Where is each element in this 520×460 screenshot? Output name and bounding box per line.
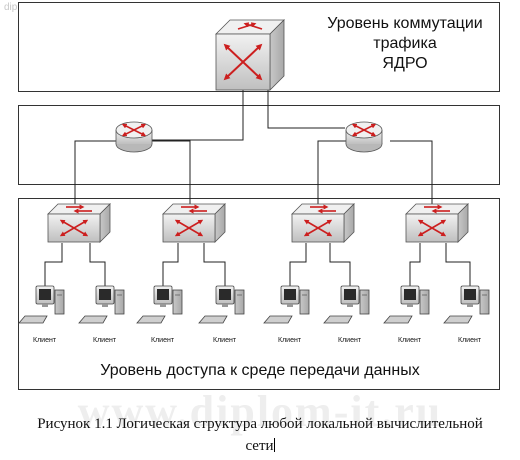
link-switch3-client6: [329, 243, 351, 290]
client-label: Клиент: [338, 337, 362, 344]
client-label: Клиент: [398, 337, 422, 344]
workstation-icon: Клиент: [443, 285, 490, 344]
client-label: Клиент: [458, 337, 482, 344]
connections: [44, 88, 471, 290]
core-switch-icon: [215, 19, 285, 91]
router-icon: [345, 121, 383, 153]
caption-line1: Рисунок 1.1 Логическая структура любой л…: [37, 416, 483, 432]
switch-icon: [47, 203, 111, 243]
link-core-router-right: [267, 88, 345, 129]
link-switch4-client8: [445, 243, 471, 290]
link-switch3-client5: [289, 243, 307, 290]
client-label: Клиент: [278, 337, 302, 344]
client-label: Клиент: [151, 337, 175, 344]
link-switch1-client2: [89, 243, 106, 290]
link-switch1-client1: [44, 243, 63, 290]
router-icon: [115, 121, 153, 153]
client-label: Клиент: [33, 337, 57, 344]
workstation-icon: Клиент: [78, 285, 125, 344]
workstation-icon: Клиент: [323, 285, 370, 344]
workstation-icon: Клиент: [383, 285, 430, 344]
client-label: Клиент: [93, 337, 117, 344]
link-router-left-switch2: [150, 140, 191, 218]
text-cursor: [273, 438, 275, 452]
link-switch2-client4: [203, 243, 226, 290]
access-tier-label: Уровень доступа к среде передачи данных: [100, 362, 420, 379]
core-label-line3: ЯДРО: [382, 55, 428, 72]
link-switch2-client3: [162, 243, 179, 290]
core-label-line2: трафика: [373, 35, 437, 52]
client-label: Клиент: [213, 337, 237, 344]
workstation-icon: Клиент: [263, 285, 310, 344]
workstation-icon: Клиент: [18, 285, 65, 344]
watermark-large: www.diplom-it.ru: [77, 387, 443, 436]
switch-icon: [291, 203, 355, 243]
switch-icon: [162, 203, 226, 243]
link-router-right-switch4: [390, 140, 433, 218]
core-tier-label: Уровень коммутации трафика ЯДРО: [320, 14, 490, 74]
core-label-line1: Уровень коммутации: [327, 15, 483, 32]
workstation-icon: Клиент: [198, 285, 245, 344]
link-core-router-left: [150, 88, 244, 141]
caption-line2-wrap: сети: [0, 438, 520, 455]
workstation-icon: Клиент: [136, 285, 183, 344]
switch-icon: [405, 203, 469, 243]
link-router-right-switch3: [317, 140, 355, 218]
distribution-tier: [18, 105, 500, 185]
link-router-left-switch1: [74, 140, 118, 218]
caption-line2: сети: [245, 438, 274, 454]
link-switch4-client7: [409, 243, 421, 290]
